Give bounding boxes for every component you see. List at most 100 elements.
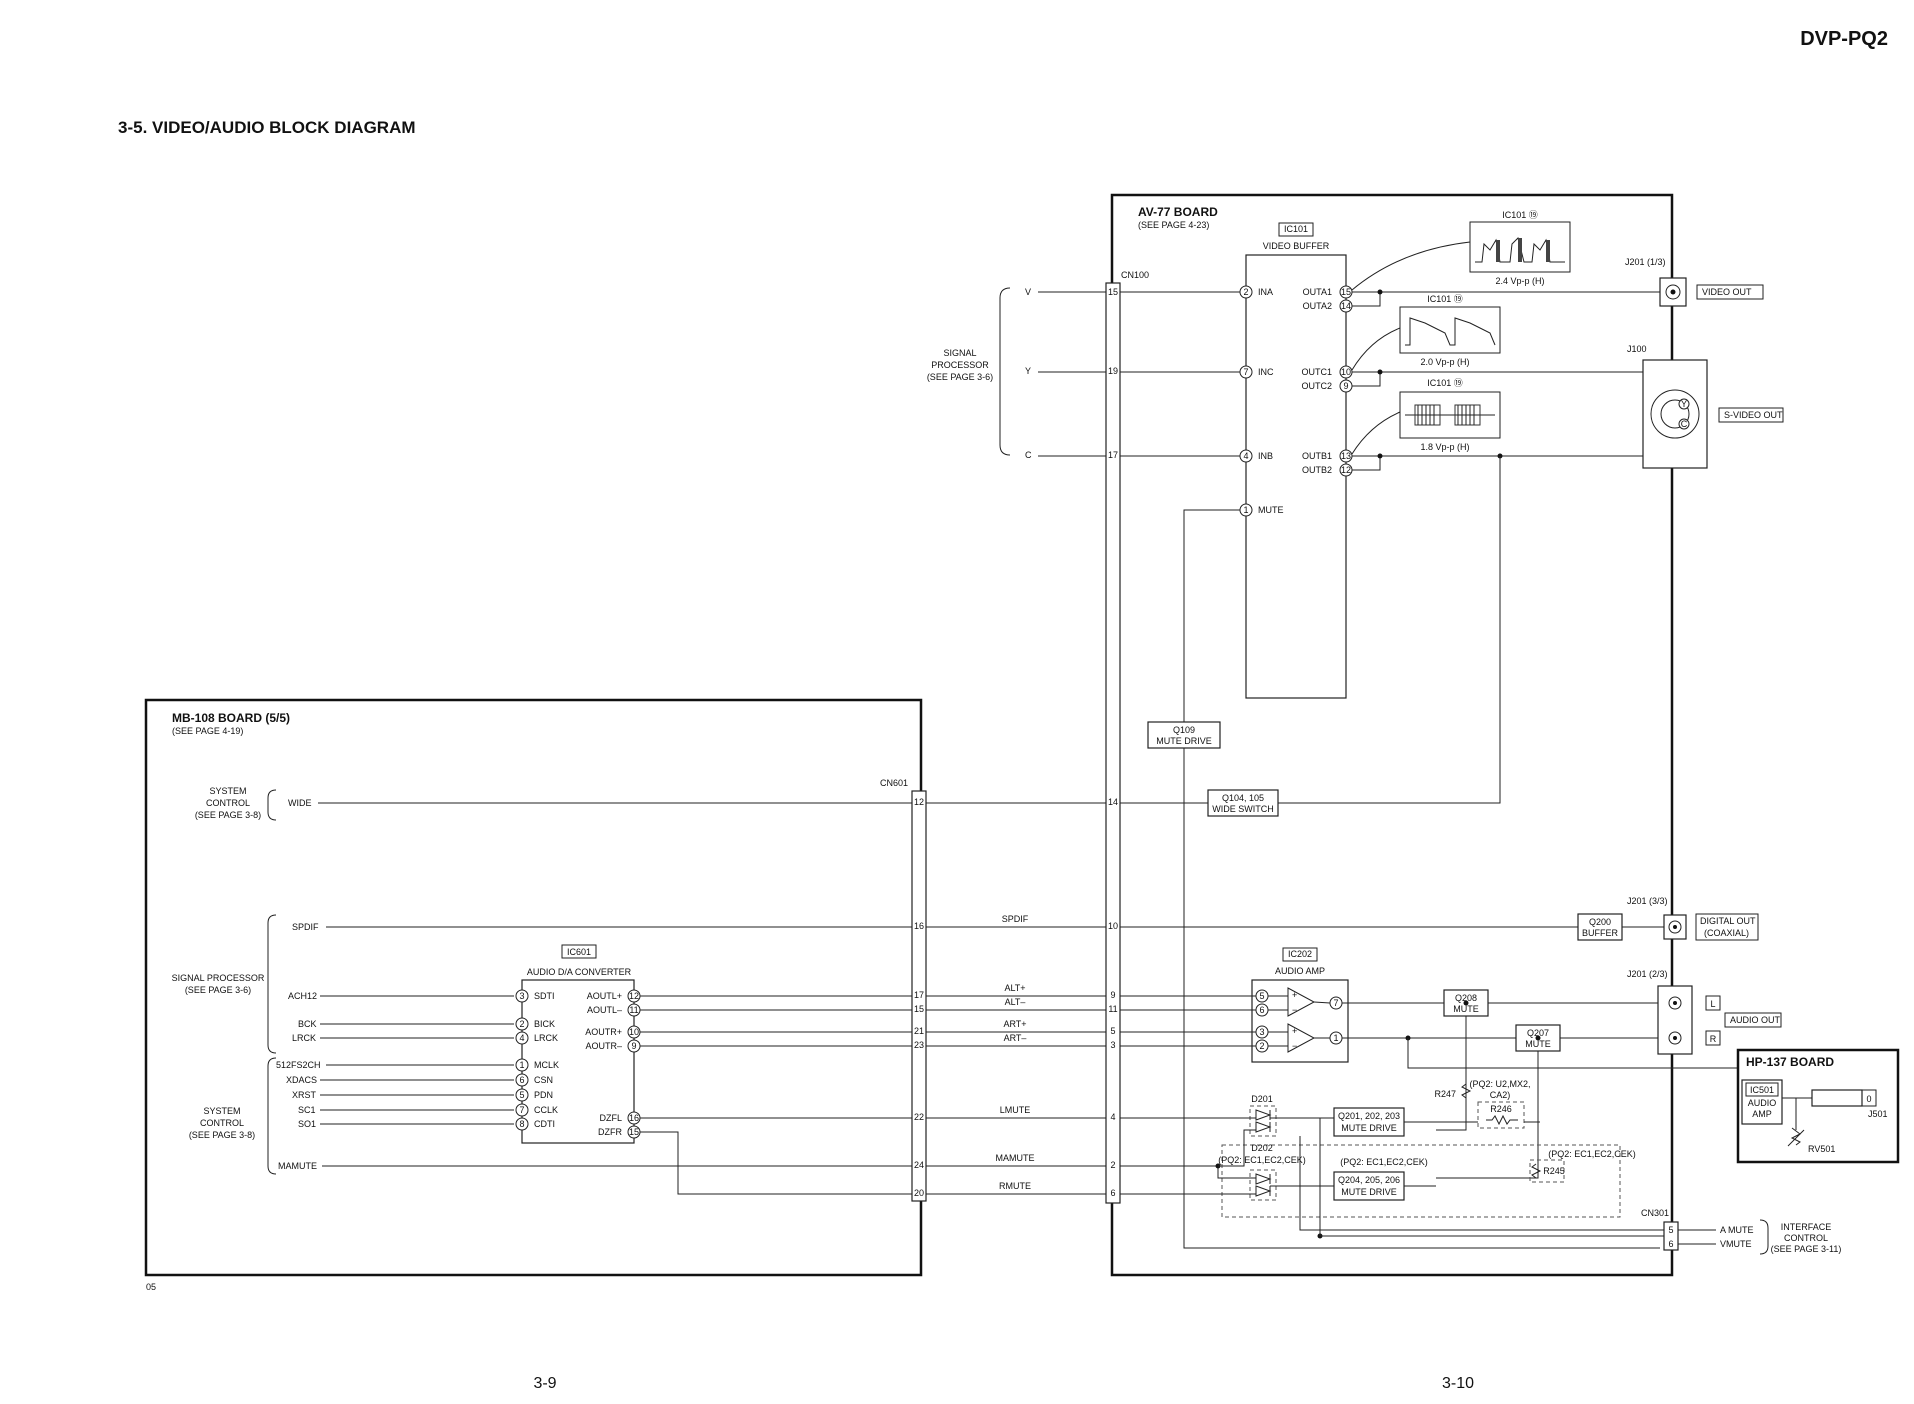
waveform-video: IC101 ⑲ 2.4 Vp-p (H) [1351,210,1571,291]
cn601-pins: 12 16 17 15 21 23 22 24 20 [914,797,924,1198]
svg-text:13: 13 [1341,451,1351,461]
svg-text:15: 15 [914,1004,924,1014]
svg-text:1: 1 [519,1060,524,1070]
svg-text:OUTB2: OUTB2 [1302,465,1332,475]
svg-text:8: 8 [519,1119,524,1129]
spdif-signal: SPDIF [292,922,319,932]
svg-text:INC: INC [1258,367,1274,377]
r246-label: R246 [1490,1104,1512,1114]
svg-text:Q109: Q109 [1173,725,1195,735]
svg-text:7: 7 [1243,367,1248,377]
system-control-bottom-label: SYSTEM [203,1106,240,1116]
svg-text:6: 6 [1259,1005,1264,1015]
net-lmute: LMUTE [1000,1105,1031,1115]
svg-text:23: 23 [914,1040,924,1050]
audio-r-label: R [1710,1034,1717,1044]
svg-text:Q204, 205, 206: Q204, 205, 206 [1338,1175,1400,1185]
svg-text:INB: INB [1258,451,1273,461]
svg-text:IC501: IC501 [1750,1085,1774,1095]
svg-text:BUFFER: BUFFER [1582,928,1619,938]
signal-c: C [1025,450,1032,460]
q200-buffer [1577,913,1623,941]
svg-text:AOUTL+: AOUTL+ [587,991,622,1001]
video-out-label: VIDEO OUT [1702,287,1752,297]
j100-label: J100 [1627,344,1647,354]
interface-control-label: INTERFACE [1781,1222,1832,1232]
svg-text:Q208: Q208 [1455,993,1477,1003]
page-number-right: 3-10 [1442,1375,1474,1392]
svg-text:12: 12 [629,991,639,1001]
svg-text:OUTC2: OUTC2 [1301,381,1332,391]
svg-text:CA2): CA2) [1490,1090,1511,1100]
svg-text:21: 21 [914,1026,924,1036]
svg-text:CSN: CSN [534,1075,553,1085]
ic601-audio-dac [521,979,635,1144]
svg-text:AOUTL–: AOUTL– [587,1005,622,1015]
svg-text:2: 2 [1259,1041,1264,1051]
svg-text:+: + [1292,990,1297,1000]
j501-jack [1811,1089,1863,1107]
svg-text:LRCK: LRCK [534,1033,558,1043]
cn601-label: CN601 [880,778,908,788]
mb108-board-ref: (SEE PAGE 4-19) [172,726,243,736]
svg-text:10: 10 [629,1027,639,1037]
waveform-chroma: IC101 ⑲ 1.8 Vp-p (H) [1351,378,1501,455]
svg-text:7: 7 [519,1105,524,1115]
svg-text:CONTROL: CONTROL [200,1118,244,1128]
ic501-audio-amp [1741,1079,1783,1125]
svg-text:(PQ2: EC1,EC2,CEK): (PQ2: EC1,EC2,CEK) [1218,1155,1306,1165]
ic202-desc: AUDIO AMP [1275,966,1325,976]
svg-text:IC101 ⑲: IC101 ⑲ [1502,210,1538,220]
sys-ctrl-signal: SC1 [298,1105,316,1115]
svg-text:16: 16 [629,1113,639,1123]
digital-out-label: DIGITAL OUT [1700,916,1756,926]
pq2-option-region [1221,1144,1621,1218]
d201-label: D201 [1251,1094,1273,1104]
svg-text:IC101 ⑲: IC101 ⑲ [1427,378,1463,388]
svg-text:−: − [1292,1005,1297,1015]
page-number-left: 3-9 [533,1375,556,1392]
svg-text:(SEE PAGE 3-8): (SEE PAGE 3-8) [189,1130,255,1140]
cn100-pin: 5 [1110,1026,1115,1036]
ic101-name: IC101 [1284,224,1308,234]
cn100-pin: 14 [1108,797,1118,807]
svg-text:14: 14 [1341,301,1351,311]
mamute-signal: MAMUTE [278,1161,317,1171]
signal-processor-audio-label: SIGNAL PROCESSOR [172,973,265,983]
lrck-signal: LRCK [292,1033,316,1043]
svg-text:PDN: PDN [534,1090,553,1100]
svg-text:(PQ2: U2,MX2,: (PQ2: U2,MX2, [1469,1079,1530,1089]
svg-text:9: 9 [631,1041,636,1051]
svg-text:2: 2 [519,1019,524,1029]
q204-mute-drive [1333,1171,1405,1201]
net-art-minus: ART– [1004,1033,1027,1043]
j201-1-label: J201 (1/3) [1625,257,1666,267]
svg-text:(PQ2: EC1,EC2,CEK): (PQ2: EC1,EC2,CEK) [1340,1157,1428,1167]
svg-text:6: 6 [519,1075,524,1085]
cn100-pin: 9 [1110,990,1115,1000]
svg-text:5: 5 [1668,1225,1673,1235]
svg-text:OUTA2: OUTA2 [1303,301,1332,311]
svg-text:15: 15 [1341,287,1351,297]
svg-text:SDTI: SDTI [534,991,555,1001]
svg-text:1.8 Vp-p (H): 1.8 Vp-p (H) [1420,442,1469,452]
rv501-label: RV501 [1808,1144,1835,1154]
av77-board-ref: (SEE PAGE 4-23) [1138,220,1209,230]
signal-processor-video-label: SIGNAL [943,348,976,358]
system-control-top-label: SYSTEM [209,786,246,796]
mb108-board-border [144,698,923,1277]
svg-text:20: 20 [914,1188,924,1198]
svg-text:MUTE DRIVE: MUTE DRIVE [1156,736,1212,746]
svg-text:(PQ2: EC1,EC2,CEK): (PQ2: EC1,EC2,CEK) [1548,1149,1636,1159]
svg-text:BICK: BICK [534,1019,555,1029]
cn100-label: CN100 [1121,270,1149,280]
svg-text:2.0 Vp-p (H): 2.0 Vp-p (H) [1420,357,1469,367]
q201-mute-drive [1333,1107,1405,1137]
ic202-name: IC202 [1288,949,1312,959]
cn100-pin: 3 [1110,1040,1115,1050]
q104-wide-switch [1207,789,1279,817]
svg-text:CONTROL: CONTROL [1784,1233,1828,1243]
cn100-pin: 19 [1108,366,1118,376]
svg-text:+: + [1292,1026,1297,1036]
svg-text:AMP: AMP [1752,1109,1772,1119]
